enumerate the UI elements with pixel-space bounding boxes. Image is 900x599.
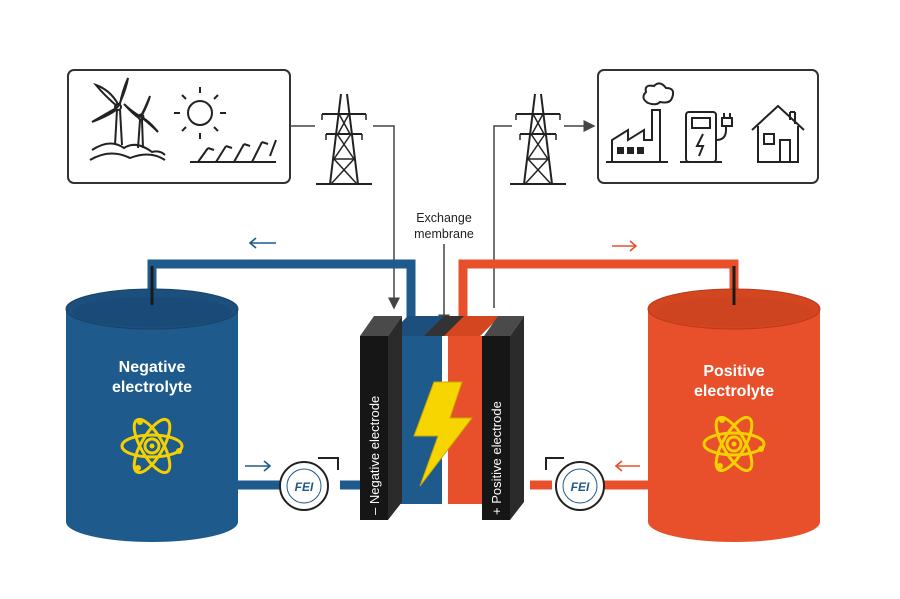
pump-icon: FEI bbox=[279, 457, 339, 511]
negative-electrode-label: – Negative electrode bbox=[367, 396, 382, 515]
negative-electrode: – Negative electrode bbox=[360, 316, 402, 520]
flow-arrow-bottom-right bbox=[614, 460, 640, 472]
positive-tank-label-line2: electrolyte bbox=[694, 383, 774, 400]
negative-electrolyte-tank: Negative electrolyte bbox=[65, 266, 239, 542]
solar-panel-icon bbox=[190, 139, 277, 163]
ev-charger-icon bbox=[680, 111, 733, 163]
flow-arrow-bottom-left bbox=[245, 460, 272, 472]
energy-source-box bbox=[67, 69, 291, 184]
transmission-tower-right bbox=[509, 93, 567, 185]
positive-electrode: + Positive electrode bbox=[482, 316, 524, 520]
sun-icon bbox=[174, 87, 226, 139]
lightning-bolt-icon bbox=[413, 381, 474, 487]
pump-icon: FEI bbox=[545, 457, 605, 511]
negative-tank-label-line1: Negative bbox=[119, 359, 186, 376]
transmission-tower-left bbox=[315, 93, 373, 185]
positive-electrode-label: + Positive electrode bbox=[489, 401, 504, 515]
wind-turbine-icon bbox=[89, 77, 166, 161]
positive-tank-label-line1: Positive bbox=[703, 363, 764, 380]
load-box bbox=[597, 69, 819, 184]
flow-arrow-right bbox=[612, 240, 638, 252]
flow-arrow-left bbox=[248, 237, 276, 249]
membrane-label-line1: Exchange bbox=[416, 211, 472, 225]
pump-logo-left: FEI bbox=[295, 480, 314, 494]
power-in-arrow bbox=[373, 125, 400, 310]
power-out-line bbox=[493, 125, 512, 308]
factory-icon bbox=[606, 82, 675, 163]
pump-logo-right: FEI bbox=[571, 480, 590, 494]
membrane-label-line2: membrane bbox=[414, 227, 474, 241]
negative-tank-label-line2: electrolyte bbox=[112, 379, 192, 396]
positive-electrolyte-tank: Positive electrolyte bbox=[647, 266, 821, 542]
house-icon bbox=[751, 104, 805, 163]
